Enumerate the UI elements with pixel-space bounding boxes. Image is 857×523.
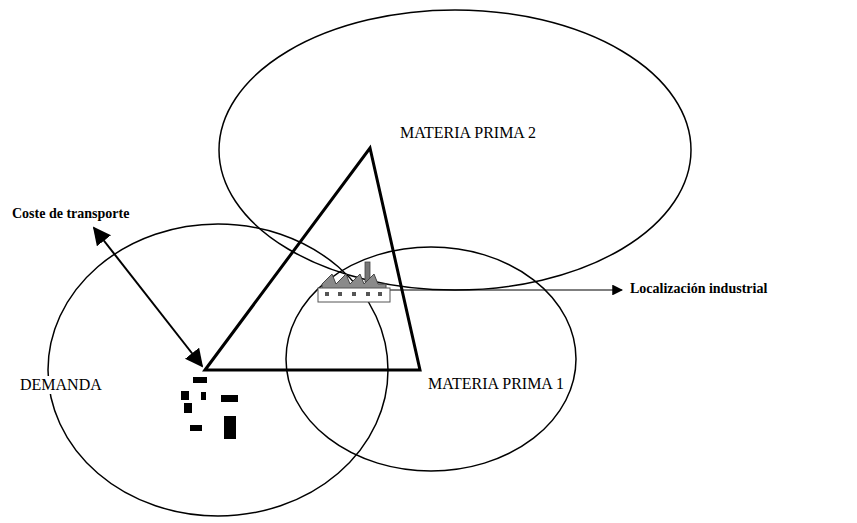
leader-arrow	[372, 289, 622, 290]
transport-cost-arrow	[94, 228, 202, 366]
town-blocks	[181, 377, 238, 439]
factory-icon	[318, 262, 390, 302]
demand-label: DEMANDA	[18, 376, 104, 394]
raw-material-1-range	[286, 247, 576, 471]
raw-material-label: MATERIA PRIMA 1	[426, 375, 566, 393]
location-label: Localización industrial	[628, 281, 769, 297]
raw-material-label: MATERIA PRIMA 2	[398, 124, 538, 142]
transport-cost-label: Coste de transporte	[10, 206, 131, 222]
location-triangle	[205, 148, 420, 370]
